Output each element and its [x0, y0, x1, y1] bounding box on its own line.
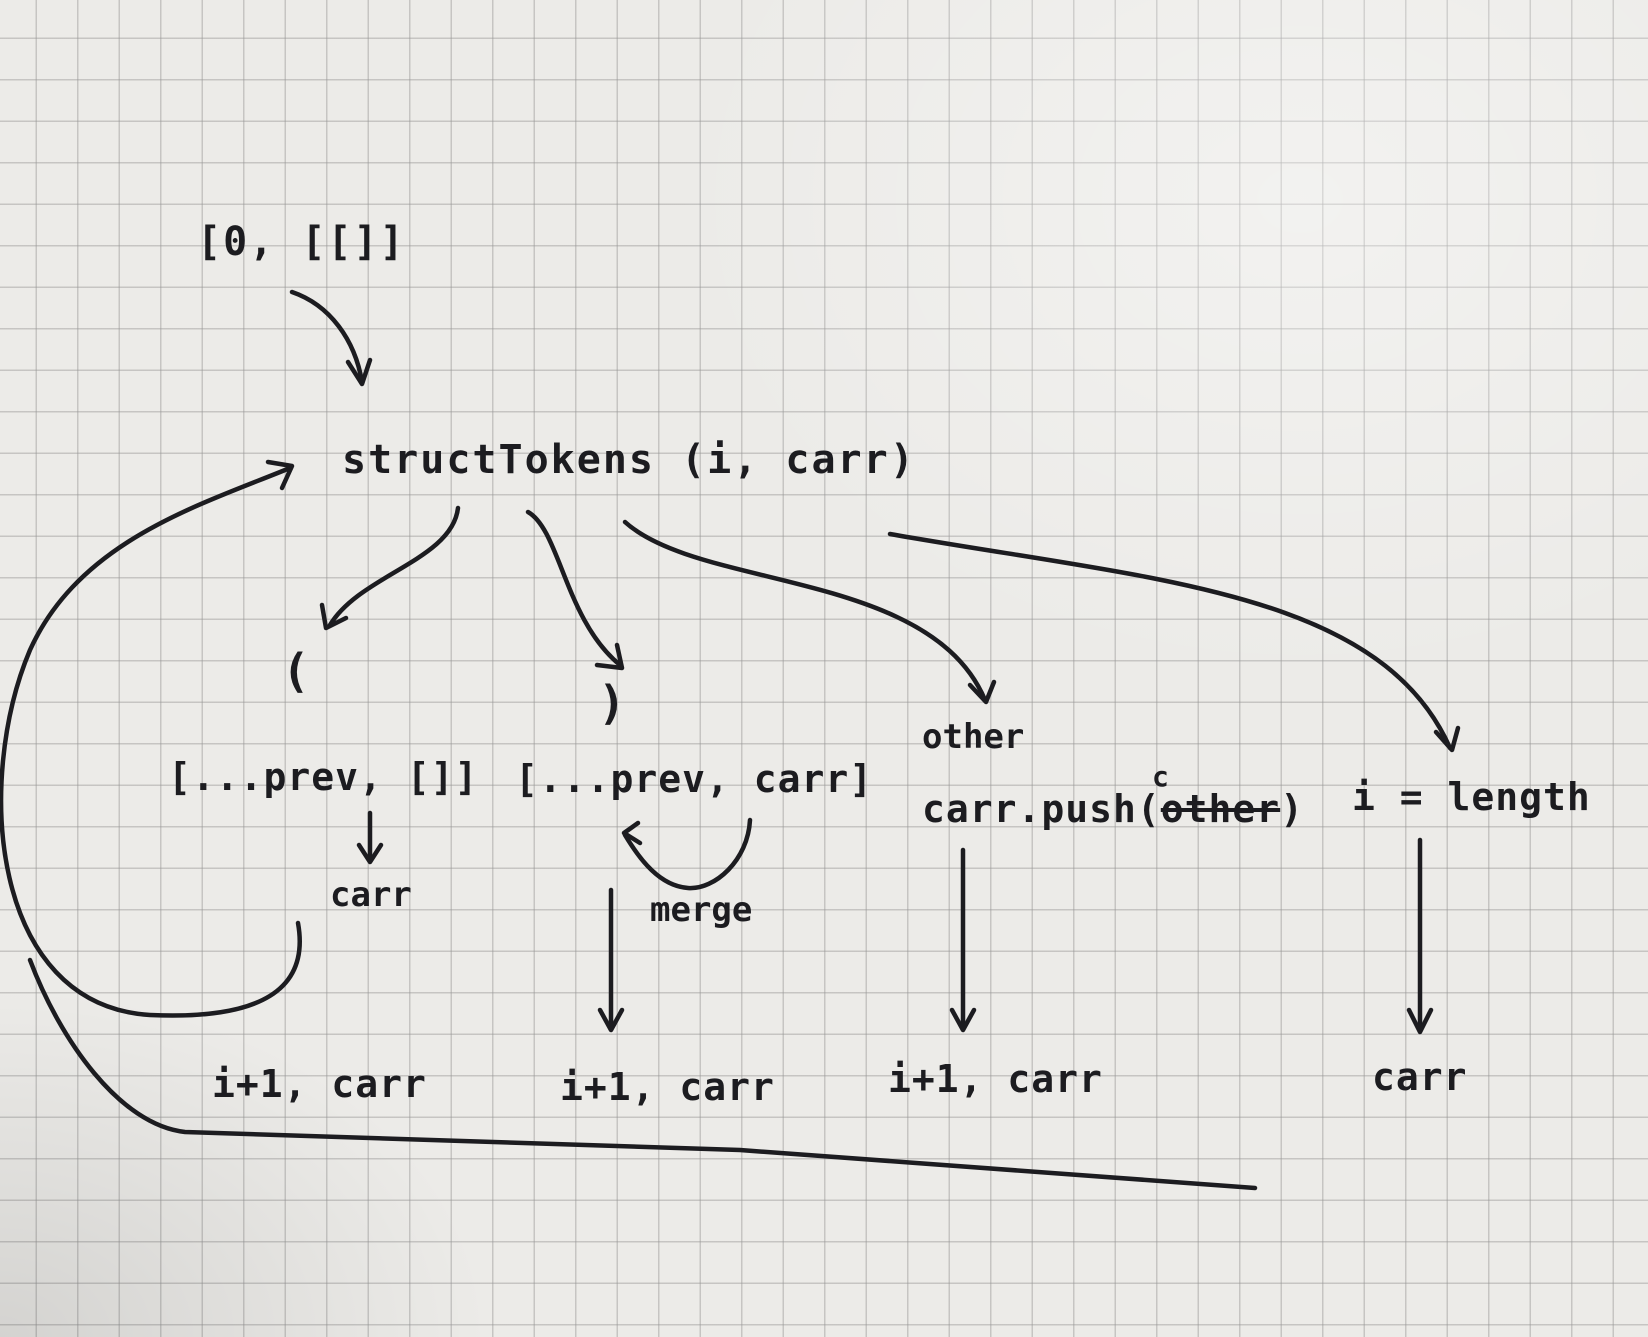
merge-loop — [622, 817, 753, 891]
arrowhead-open-paren — [319, 602, 349, 631]
merge-label: merge — [650, 890, 753, 930]
initial-call-label: [0, [[]] — [197, 219, 406, 265]
branch-close-paren-recurse: i+1, carr — [560, 1065, 775, 1109]
arrow-to-open-paren — [327, 505, 461, 628]
push-arg-insert: c — [1152, 760, 1169, 793]
recursion-loop-open — [0, 465, 302, 1018]
push-call-suffix: ) — [1280, 787, 1305, 831]
arrowhead-close-paren — [594, 642, 625, 671]
arrowhead-prev-to-carr — [356, 842, 384, 865]
arrowhead-other — [967, 679, 997, 705]
arrowhead-length-down — [1406, 1007, 1434, 1035]
branch-other-case: other — [922, 717, 1025, 757]
push-arg-struck: other — [1160, 787, 1281, 831]
branch-other-action: carr.push(other) — [922, 790, 1304, 828]
branch-close-paren-value: [...prev, carr] — [515, 757, 874, 801]
branch-close-paren-case: ) — [598, 676, 626, 730]
branch-length-case: i = length — [1352, 775, 1591, 819]
branch-open-paren-value: [...prev, []] — [168, 755, 479, 799]
arrow-initial-to-call — [289, 289, 365, 385]
arrow-to-close-paren — [525, 509, 623, 668]
arrow-to-length — [887, 531, 1453, 751]
arrowhead-initial — [345, 357, 373, 387]
recursion-bottom-line — [27, 957, 1258, 1191]
branch-length-result: carr — [1372, 1055, 1468, 1099]
branch-other-recurse: i+1, carr — [888, 1057, 1103, 1101]
push-call-prefix: carr.push( — [922, 787, 1161, 831]
branch-open-paren-next: carr — [330, 875, 412, 915]
arrowhead-other-down — [949, 1007, 977, 1033]
arrow-to-other — [622, 519, 988, 703]
branch-open-paren-recurse: i+1, carr — [212, 1062, 427, 1106]
branch-open-paren-case: ( — [282, 644, 310, 698]
arrowhead-merge — [621, 820, 643, 846]
arrowhead-close-down — [597, 1007, 625, 1033]
function-call-label: structTokens (i, carr) — [342, 437, 916, 483]
arrowhead-recursion — [265, 459, 295, 491]
arrowhead-length — [1433, 725, 1461, 753]
